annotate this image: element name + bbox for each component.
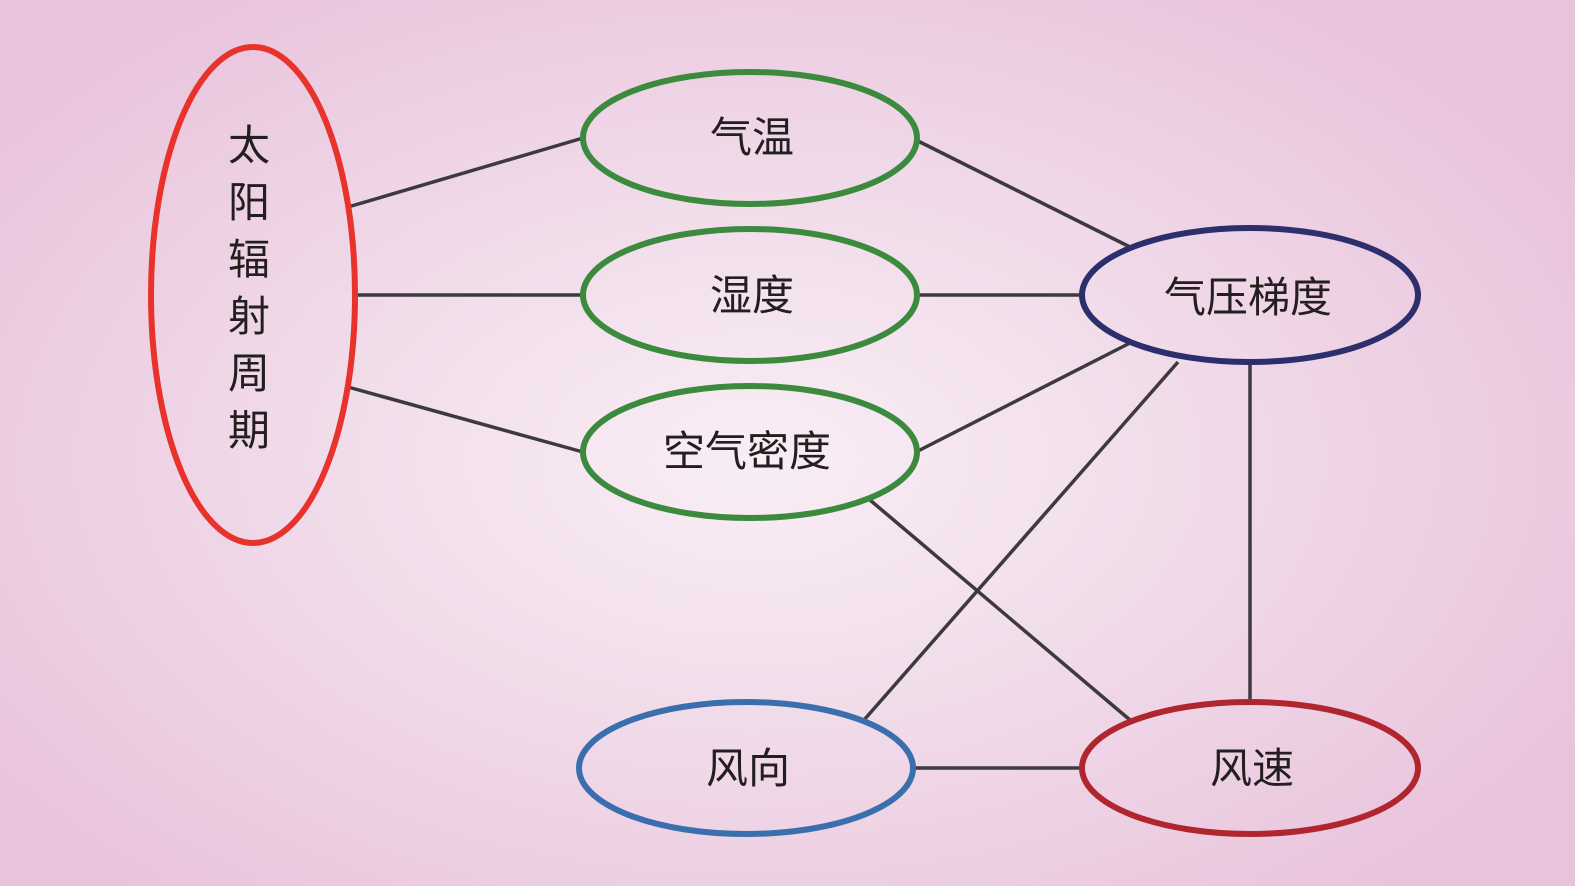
node-wind-speed: 风速	[1079, 699, 1421, 837]
node-wind-speed-label: 风速	[1210, 744, 1294, 793]
edges	[347, 136, 1252, 770]
node-solar-label-char: 辐	[228, 235, 270, 284]
edge-temperature-pressure-gradient	[915, 138, 1131, 249]
node-temperature-label: 气温	[710, 113, 794, 162]
node-solar-label: 太阳辐射周期	[228, 121, 270, 455]
node-solar-label-char: 太	[228, 121, 270, 170]
node-pressure-gradient-ellipse	[1079, 225, 1421, 365]
edge-air-density-pressure-gradient	[915, 341, 1131, 454]
node-air-density: 空气密度	[580, 383, 920, 521]
node-wind-speed-ellipse	[1079, 699, 1421, 837]
node-solar-label-char: 期	[228, 406, 270, 455]
node-wind-direction: 风向	[576, 699, 916, 837]
node-temperature: 气温	[580, 69, 920, 207]
node-solar-radiation-cycle: 太阳辐射周期	[148, 44, 358, 546]
node-solar-label-char: 周	[228, 349, 270, 398]
edge-pressure-gradient-wind-direction	[862, 360, 1180, 722]
node-temperature-ellipse	[580, 69, 920, 207]
node-humidity-label: 湿度	[710, 271, 794, 320]
node-humidity: 湿度	[580, 226, 920, 364]
node-air-density-ellipse	[580, 383, 920, 521]
edge-solar-temperature	[347, 136, 584, 209]
node-wind-direction-ellipse	[576, 699, 916, 837]
node-pressure-gradient-label: 气压梯度	[1164, 273, 1332, 322]
node-solar-label-char: 射	[228, 292, 270, 341]
node-solar-ellipse	[148, 44, 358, 546]
edge-air-density-wind-speed	[868, 498, 1132, 722]
node-air-density-label: 空气密度	[663, 427, 831, 476]
node-pressure-gradient: 气压梯度	[1079, 225, 1421, 365]
node-solar-label-char: 阳	[228, 178, 270, 227]
edge-solar-air-density	[347, 385, 584, 454]
node-wind-direction-label: 风向	[706, 744, 790, 793]
node-humidity-ellipse	[580, 226, 920, 364]
